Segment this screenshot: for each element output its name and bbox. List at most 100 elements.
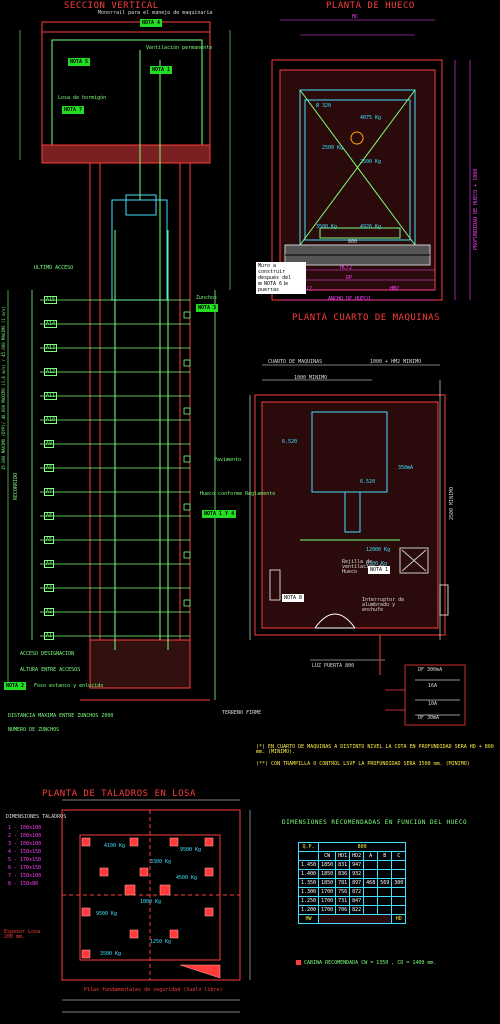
table-cell [391,860,407,870]
table-cell [377,860,393,870]
level-a6: A6 [44,512,55,520]
table-cell [391,869,407,879]
shaft-note-6: NOTA 6 [262,280,285,288]
drill-dim-6: 9500 Kg [96,911,118,917]
machine-dim-3: 350mA [398,465,414,471]
table-cell: 1.300 [297,887,320,897]
shaft-load-1: 2500 Kg [322,145,344,151]
shaft-door-width: 800 [348,239,358,245]
table-footer-row: HW HD [297,914,407,924]
electrical-panel-drawing [385,664,466,726]
table-header-row: Q.P. 800 [297,842,407,852]
shaft-load-5: 3500 Kg [316,224,338,230]
slab-thickness-label: Espesor Losa 200 mm. [4,929,41,940]
drill-legend-1: 1 - 100x100 [8,825,42,831]
table-cell: 706 [335,905,351,915]
table-cell [377,887,393,897]
level-a8: A8 [44,464,55,472]
title-dimensions: DIMENSIONES RECOMENDADAS EN FUNCION DEL … [282,819,468,826]
route-label: RECORRIDO [13,472,19,500]
vent-label: Ventilación permanente [146,45,213,51]
drill-legend-7: 7 - 150x100 [8,873,42,879]
table-cell [318,914,393,924]
table-cell: 836 [335,869,351,879]
level-a13: A13 [44,344,58,352]
table-cell: 1.350 [297,878,320,888]
safety-label: Pilas fundamentales de seguridad (Suelo … [84,987,223,993]
drill-dim-1: 4100 Kg [104,843,126,849]
note-2: NOTA 2 [4,682,27,690]
table-cell [363,896,379,906]
drill-dim-7: 1250 Kg [150,939,172,945]
title-machine-room: PLANTA CUARTO DE MAQUINAS [292,313,440,323]
header-cell: Q.P. [297,842,320,852]
table-cell [363,869,379,879]
shaft-hc: HC [352,14,359,20]
drill-dim-3: 9500 Kg [180,847,202,853]
drill-dim-5: 1000 Kg [140,899,162,905]
table-cell: 932 [349,869,365,879]
table-cell [363,905,379,915]
section-dim-lines [7,30,231,690]
drill-holes [81,837,221,979]
table-cell: 847 [349,896,365,906]
pit-label: Foso estanco y enlucido [34,683,104,689]
level-a12: A12 [44,368,58,376]
level-a7: A7 [44,488,55,496]
title-section-vertical: SECCION VERTICAL [64,1,159,11]
table-cell: 1850 [318,878,337,888]
hueco-label: Hueco conforme Reglamento [200,491,276,497]
machine-dim-2: 6.520 [360,479,376,485]
level-a1: A1 [44,632,55,640]
drill-legend-2: 2 - 100x100 [8,833,42,839]
table-cell [363,860,379,870]
table-cell [391,896,407,906]
last-access-label: ULTIMO ACCESO [34,265,74,271]
level-a4: A4 [44,560,55,568]
shaft-load-3: 2500 Kg [360,159,382,165]
note-7: NOTA 7 [62,106,85,114]
table-cell: 1850 [318,869,337,879]
note-3: NOTA 3 [196,304,219,312]
note-5: NOTA 5 [68,58,91,66]
table-cell [377,896,393,906]
drill-legend-5: 5 - 170x150 [8,857,42,863]
footnote-2: (**) CON TRAMPILLA O CONTROL LSVF LA PRO… [256,761,470,767]
footnote-1: (*) EN CUARTO DE MAQUINAS A DISTINTO NIV… [256,744,494,755]
machine-note-1: NOTA 1 [368,566,391,574]
breaker-3: 10A [428,701,438,707]
drill-dim-2: 3300 Kg [150,859,172,865]
recommended-cabin-note: CABINA RECOMENDADA CW = 1350 , CD = 1400… [296,960,436,966]
shaft-plan-drawing [271,59,443,301]
table-cell: 897 [349,878,365,888]
table-cell: 731 [335,896,351,906]
level-a5: A5 [44,536,55,544]
title-shaft-plan: PLANTA DE HUECO [326,1,415,11]
breaker-4: DF 30mA [418,715,440,721]
vent-grille-label: Rejilla de ventilación de Hueco [342,559,385,575]
level-a14: A14 [44,320,58,328]
breaker-2: 16A [428,683,438,689]
drill-legend-6: 6 - 170x150 [8,865,42,871]
zunchos-label: Zunchos [196,295,218,301]
table-cell: 1.200 [297,905,320,915]
header-cell: CW [318,851,337,861]
machine-dim-5: 6500 Kg [366,561,388,567]
drill-legend-8: 8 - 150x80 [8,881,39,887]
shaft-dim-1: Ø 320 [316,103,332,109]
height-access-label: ALTURA ENTRE ACCESOS [20,667,81,673]
shaft-hc2: HC/2 [340,265,353,271]
table-cell [377,869,393,879]
header-cell: 800 [318,842,407,852]
table-cell: 781 [335,878,351,888]
pavement-label: Pavimento [214,457,242,463]
firm-ground-label: TERRENO FIRME [222,710,262,716]
table-cell: 872 [349,887,365,897]
header-cell: HD1 [335,851,351,861]
